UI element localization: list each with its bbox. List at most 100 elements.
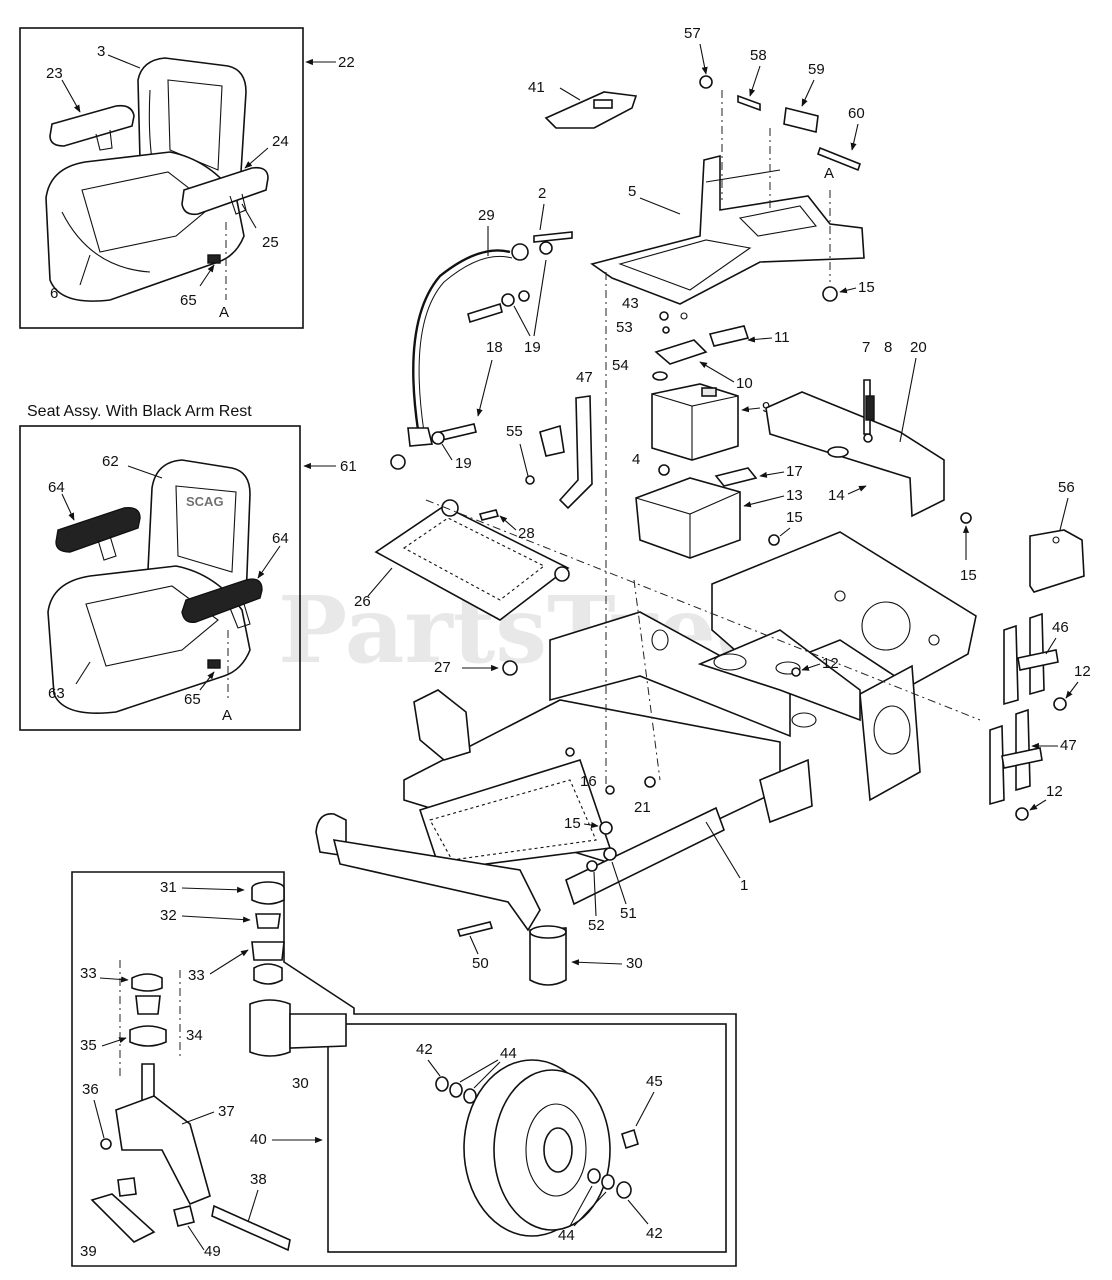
callout-3: 3	[97, 43, 105, 60]
callout-42-top: 42	[416, 1041, 433, 1058]
callout-47-right: 47	[1060, 737, 1077, 754]
callout-31: 31	[160, 879, 177, 896]
leader-10	[699, 361, 735, 383]
leader-18	[476, 359, 493, 417]
bolts-18-19	[390, 290, 530, 470]
leader-46	[1045, 637, 1057, 655]
leader-15-front	[583, 821, 599, 829]
callout-12-right: 12	[1074, 663, 1091, 680]
leader-12-right	[1065, 681, 1079, 699]
callout-44-top: 44	[500, 1045, 517, 1062]
callout-21: 21	[634, 799, 651, 816]
leader-58	[749, 65, 761, 97]
callout-34: 34	[186, 1027, 203, 1044]
leader-45	[635, 1091, 655, 1127]
callout-29: 29	[478, 207, 495, 224]
nut-15-right	[960, 512, 972, 524]
leader-52	[593, 871, 597, 917]
leader-12-top	[801, 663, 821, 671]
nut-4	[658, 464, 670, 476]
callout-59: 59	[808, 61, 825, 78]
callout-25: 25	[262, 234, 279, 251]
callout-46: 46	[1052, 619, 1069, 636]
wheel-assembly-40	[435, 1059, 639, 1237]
callout-18: 18	[486, 339, 503, 356]
callout-A: A	[219, 304, 229, 321]
bracket-56	[1029, 529, 1085, 593]
leader-28	[499, 515, 517, 531]
callout-52: 52	[588, 917, 605, 934]
callout-64-left: 64	[48, 479, 65, 496]
callout-57: 57	[684, 25, 701, 42]
screw-28	[478, 509, 500, 521]
screw-55	[525, 475, 535, 485]
callout-20: 20	[910, 339, 927, 356]
bracket-47-upper	[539, 395, 593, 510]
leader-59	[801, 79, 815, 107]
battery-9	[651, 383, 739, 461]
callout-A-c: A	[824, 165, 834, 182]
callout-61: 61	[340, 458, 357, 475]
hardware-57-60	[699, 75, 861, 282]
callout-15-right: 15	[960, 567, 977, 584]
callout-53: 53	[616, 319, 633, 336]
main-frame-1	[403, 531, 977, 906]
black-armrest-inset-box	[19, 425, 301, 731]
callout-42-bottom: 42	[646, 1225, 663, 1242]
caster-parts	[90, 881, 347, 1252]
leader-57	[699, 43, 708, 75]
seat-logo-text: SCAG	[186, 494, 224, 509]
bolt-2	[533, 231, 573, 243]
callout-22: 22	[338, 54, 355, 71]
nut-15-mid	[768, 534, 780, 546]
callout-14: 14	[828, 487, 845, 504]
callout-51: 51	[620, 905, 637, 922]
inset-caption: Seat Assy. With Black Arm Rest	[27, 403, 252, 420]
callout-16: 16	[580, 773, 597, 790]
callout-12-top: 12	[822, 655, 839, 672]
callout-A-b: A	[222, 707, 232, 724]
callout-62: 62	[102, 453, 119, 470]
leader-15-top	[839, 287, 857, 294]
leader-26	[367, 567, 393, 597]
nut-15-top	[822, 286, 838, 302]
leader-15-mid	[779, 527, 791, 537]
callout-54: 54	[612, 357, 629, 374]
nut-27	[502, 660, 518, 676]
seat-assembly-drawing	[45, 57, 269, 302]
battery-box-13	[635, 467, 758, 559]
black-armrest-seat-drawing	[47, 459, 263, 714]
leader-12-bottom	[1029, 799, 1047, 811]
callout-30-inset: 30	[292, 1075, 309, 1092]
callout-40: 40	[250, 1131, 267, 1148]
leader-44d	[573, 1191, 607, 1227]
leader-33b	[209, 949, 249, 975]
leader-56	[1059, 497, 1069, 531]
leader-35	[101, 1037, 127, 1047]
leader-14	[847, 485, 867, 495]
floor-plate-26	[374, 499, 570, 621]
callout-35: 35	[80, 1037, 97, 1054]
callout-8: 8	[884, 339, 892, 356]
callout-15-front: 15	[564, 815, 581, 832]
callout-15-top: 15	[858, 279, 875, 296]
leader-31	[181, 886, 245, 893]
callout-27: 27	[434, 659, 451, 676]
callout-43: 43	[622, 295, 639, 312]
callout-49: 49	[204, 1243, 221, 1260]
callout-7: 7	[862, 339, 870, 356]
callout-47-upper: 47	[576, 369, 593, 386]
callout-1: 1	[740, 877, 748, 894]
leader-19c	[441, 443, 453, 461]
bracket-41	[544, 91, 638, 129]
callout-4: 4	[632, 451, 640, 468]
nut-15-front	[599, 821, 613, 835]
callout-group-black-armrest	[61, 462, 336, 702]
leader-42b	[627, 1199, 649, 1225]
leader-55	[519, 443, 529, 477]
caster-inset-outline	[71, 871, 737, 1267]
leader-17	[759, 471, 785, 478]
bolt-7-spring-8	[863, 379, 875, 435]
callout-38: 38	[250, 1171, 267, 1188]
